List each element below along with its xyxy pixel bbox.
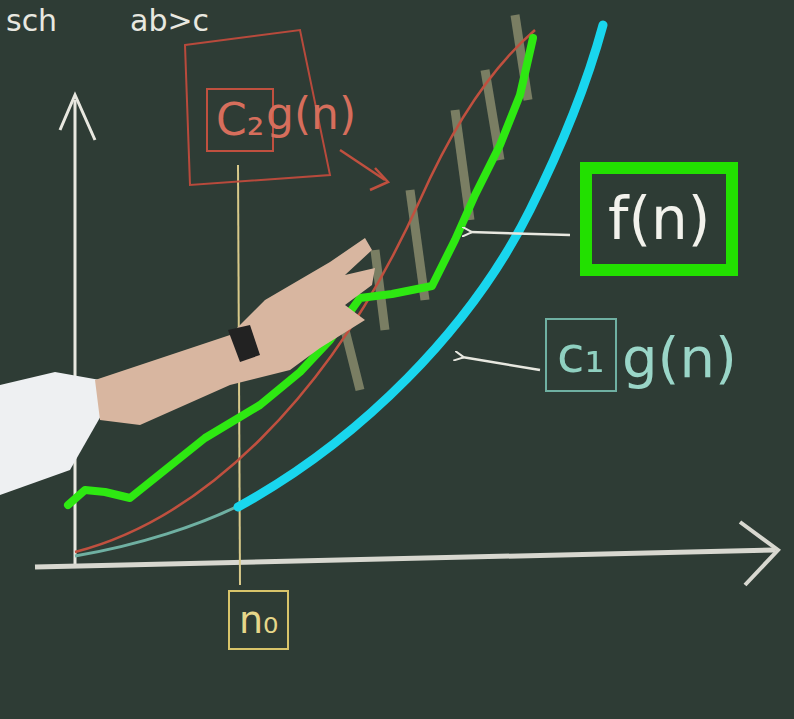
coefficient-box: C₂ (206, 88, 274, 152)
box-text: f(n) (608, 190, 710, 248)
threshold-box: n₀ (228, 590, 289, 650)
leader-arrow (340, 150, 385, 180)
coefficient-box: c₁ (545, 318, 617, 392)
hatch-marks (345, 15, 528, 390)
box-text: c₁ (557, 330, 605, 380)
sleeve (0, 372, 110, 495)
box-text: n₀ (239, 601, 278, 639)
watch (228, 325, 260, 362)
function-highlight (68, 38, 533, 505)
lower-bound-highlight (238, 25, 603, 507)
leader-arrow (462, 357, 540, 370)
axis-arrowhead (740, 522, 778, 585)
leader-arrow (470, 232, 570, 235)
function-box: f(n) (580, 162, 738, 276)
lower-bound-curve (75, 505, 240, 556)
hand (95, 238, 375, 425)
function-name: g(n) (266, 92, 356, 136)
box-text: C₂ (216, 98, 264, 142)
arrowhead (370, 168, 388, 190)
partial-text: sch (6, 6, 57, 36)
function-name: g(n) (622, 330, 737, 386)
upper-bound-curve (75, 30, 535, 552)
x-axis (35, 550, 775, 567)
partial-text: ab>c (130, 6, 209, 36)
axis-arrowhead (60, 95, 95, 140)
